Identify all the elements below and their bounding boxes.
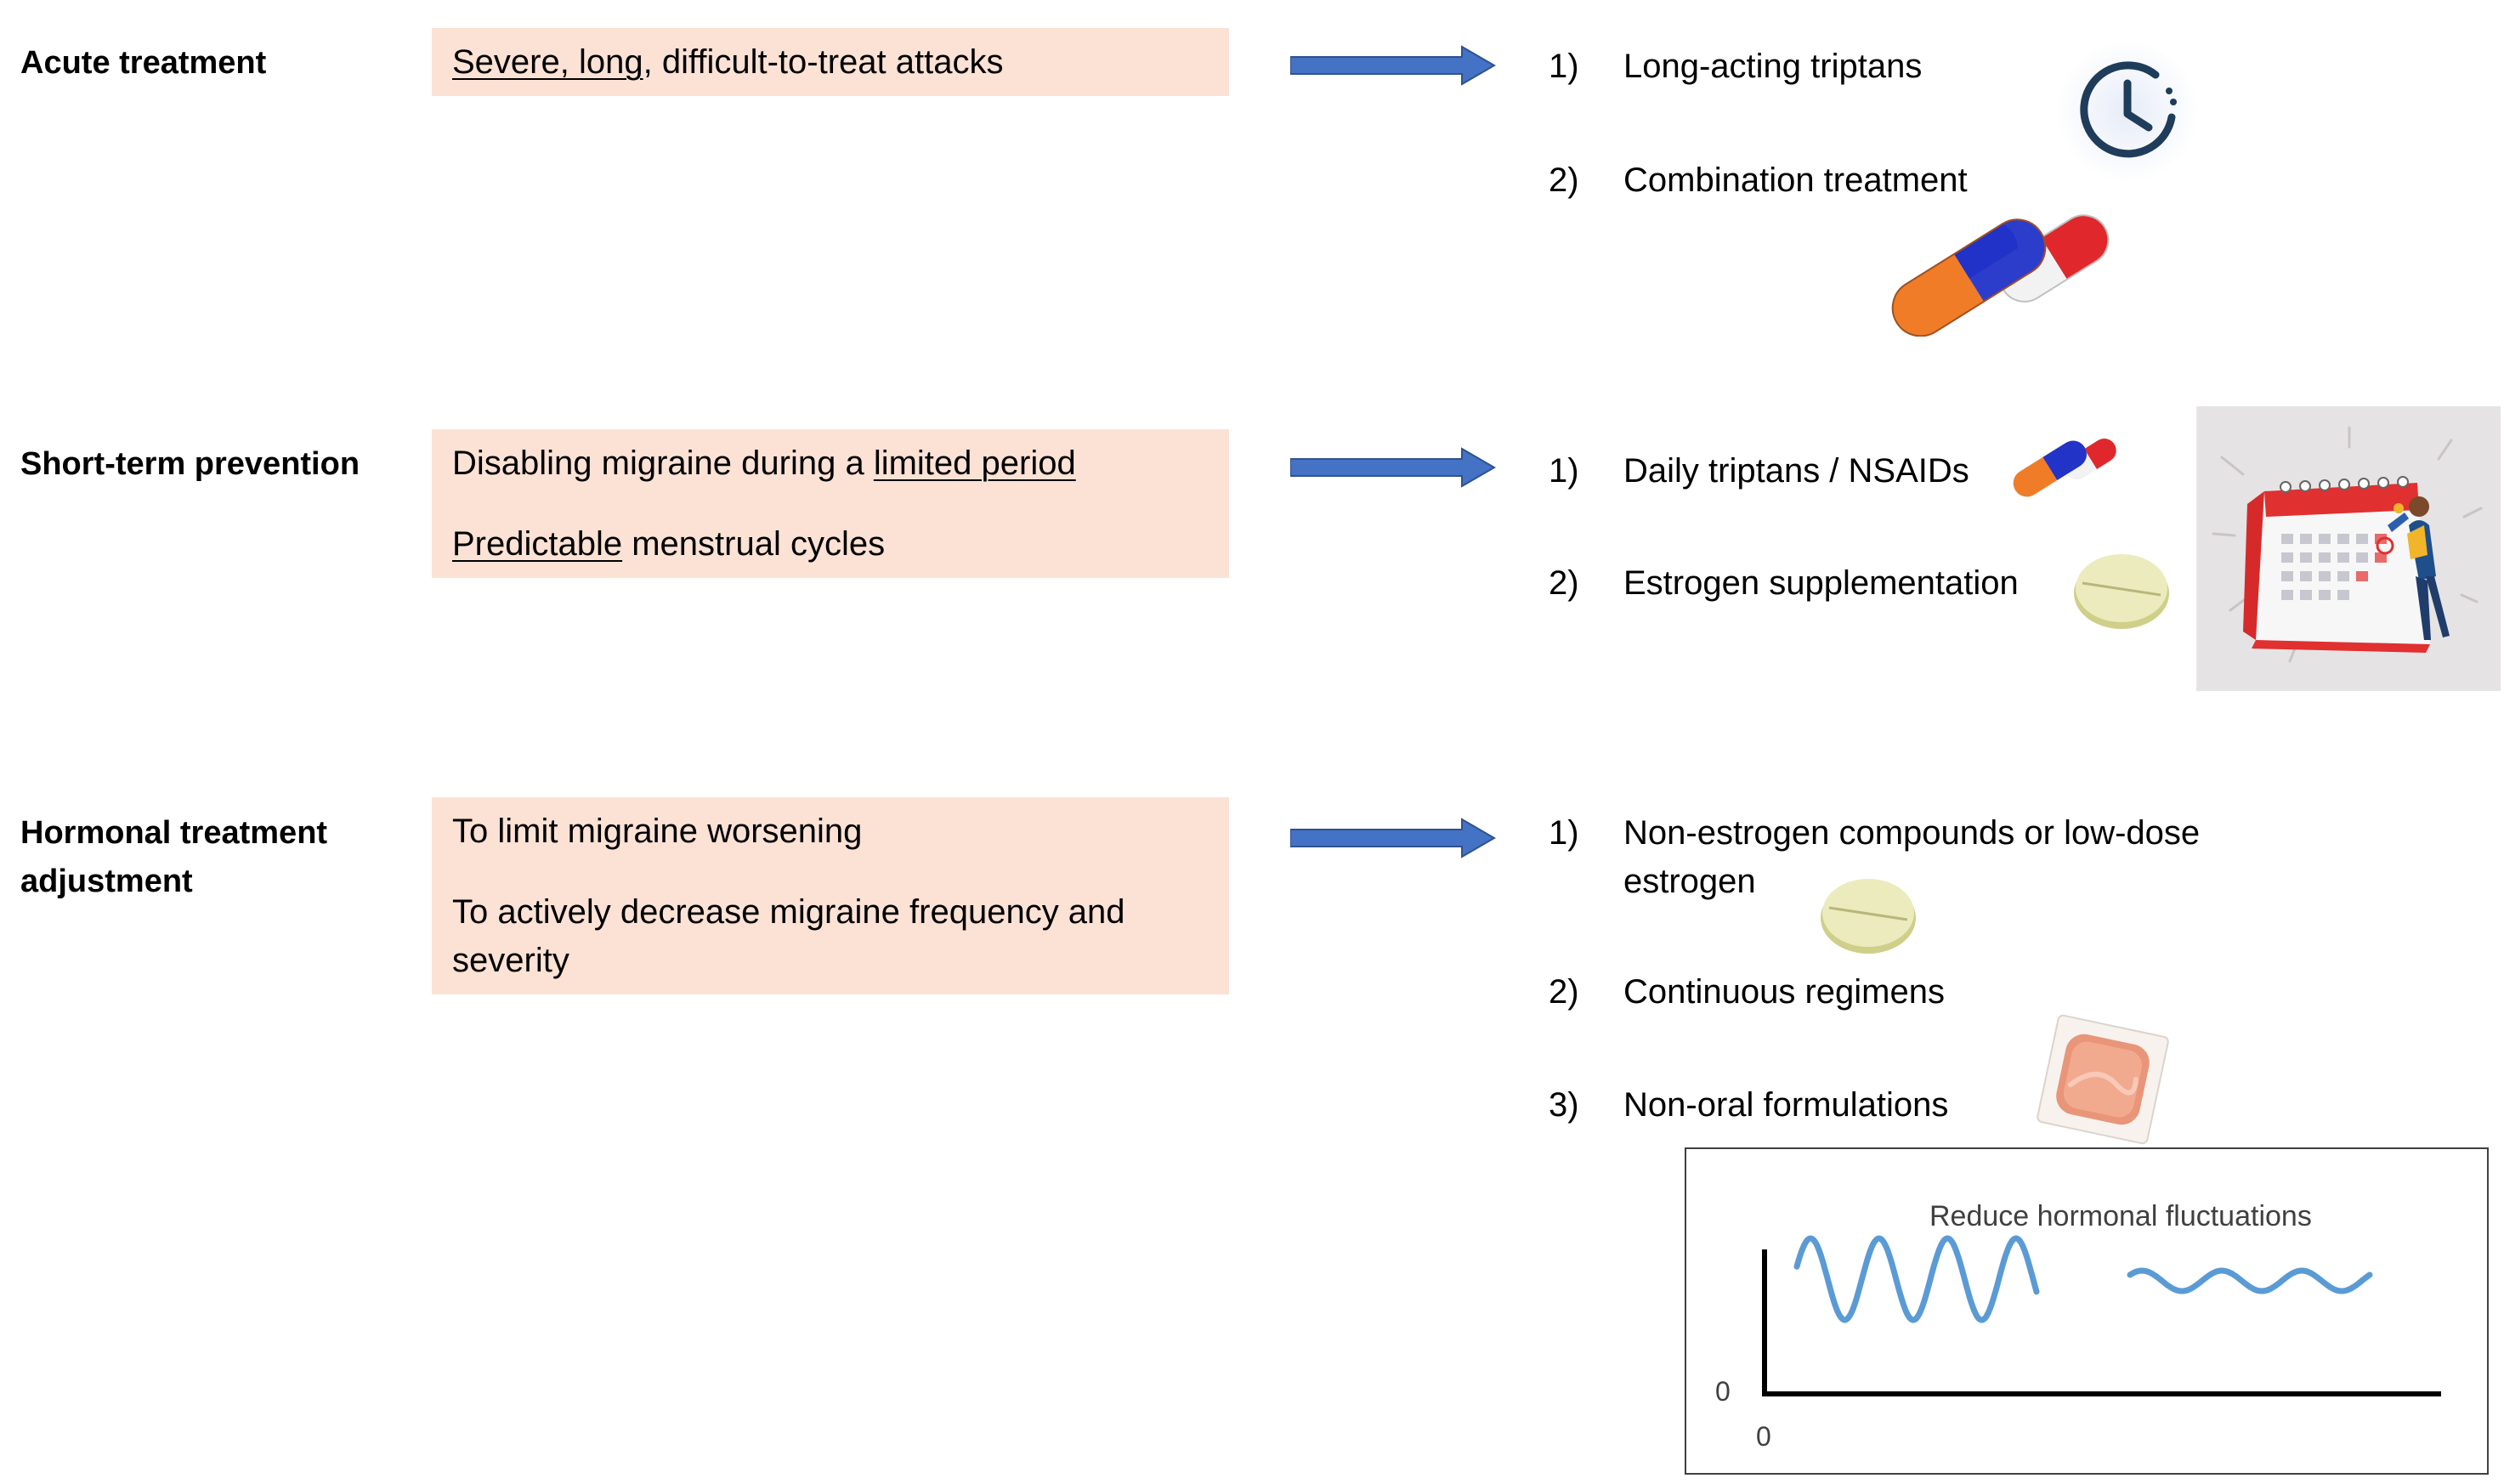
y-axis-zero-label: 0 [1715,1376,1731,1407]
graph-title: Reduce hormonal fluctuations [1929,1200,2312,1232]
condition-text-acute: Severe, long, difficult-to-treat attacks [452,43,1004,81]
arrow-short-term [1290,447,1496,488]
fluctuations-graph: Reduce hormonal fluctuations 0 0 [1685,1147,2489,1475]
condition-text-decrease-frequency: To actively decrease migraine frequency … [452,893,1125,931]
option-non-oral-formulations: Non-oral formulations [1623,1086,1949,1124]
row-title-short-term: Short-term prevention [20,446,360,482]
condition-box-acute: Severe, long, difficult-to-treat attacks [432,28,1229,96]
arrow-acute [1290,45,1496,86]
small-fluctuation-wave [2127,1267,2373,1294]
condition-text-limit-worsening: To limit migraine worsening [452,813,863,850]
arrow-hormonal [1290,818,1496,858]
option-long-acting-triptans: Long-acting triptans [1623,48,1923,85]
option-num: 1) [1549,814,1579,852]
row-title-hormonal-line2: adjustment [20,864,193,899]
graph-plot [1762,1235,2441,1396]
condition-text-predictable-cycles: Predictable menstrual cycles [452,525,886,563]
option-num: 3) [1549,1086,1579,1124]
option-num: 2) [1549,564,1579,602]
capsules-icon [1867,192,2122,337]
option-non-estrogen-line1: Non-estrogen compounds or low-dose [1623,814,2201,852]
tablet-icon [2071,547,2173,632]
option-continuous-regimens: Continuous regimens [1623,973,1945,1011]
tablet-icon [1817,872,1919,957]
option-num: 1) [1549,48,1579,85]
condition-box-short-term: Disabling migraine during a limited peri… [432,429,1229,578]
option-non-estrogen-line2: estrogen [1623,863,1756,900]
small-capsules-icon [2003,425,2122,500]
x-axis-zero-label: 0 [1756,1421,1771,1452]
option-num: 2) [1549,161,1579,199]
row-title-hormonal-line1: Hormonal treatment [20,815,328,851]
calendar-illustration [2196,406,2501,691]
option-num: 2) [1549,973,1579,1011]
patch-icon [2035,1013,2171,1145]
option-combination-treatment: Combination treatment [1623,161,1968,199]
row-title-acute: Acute treatment [20,45,267,81]
condition-text-limited-period: Disabling migraine during a limited peri… [452,445,1076,482]
option-num: 1) [1549,452,1579,490]
condition-text-severity: severity [452,942,569,979]
clock-icon [2055,39,2200,184]
option-daily-triptans-nsaids: Daily triptans / NSAIDs [1623,452,1969,490]
large-fluctuation-wave [1793,1235,2040,1323]
condition-box-hormonal: To limit migraine worsening To actively … [432,797,1229,994]
option-estrogen-supplementation: Estrogen supplementation [1623,564,2019,602]
